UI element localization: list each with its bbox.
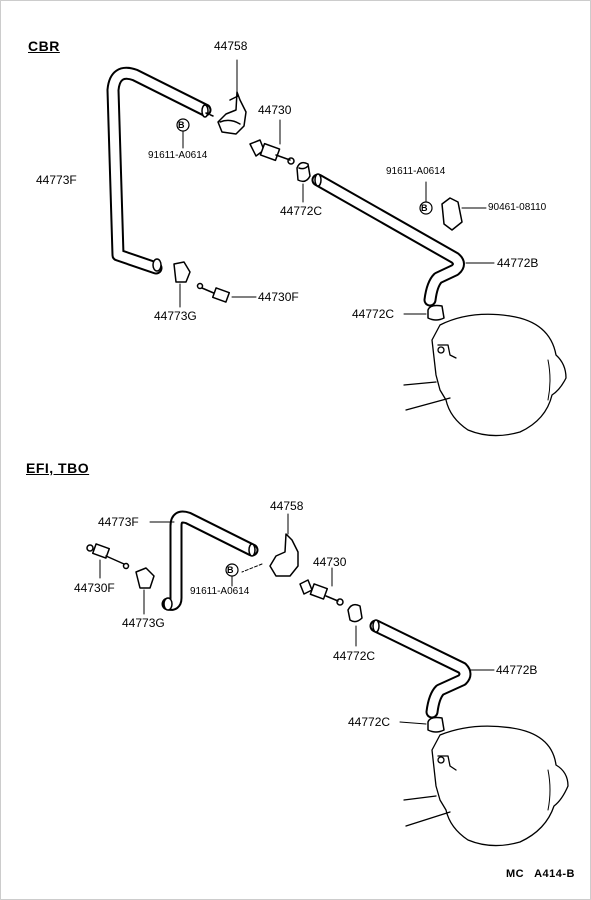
part-label-44758: 44758 [214,39,248,53]
clamp-44772c-cbr-upper [296,161,311,183]
bolt-marker-b-efi: B [227,565,234,575]
diagram-code-id: A414-B [534,868,575,880]
valve-44730f-cbr [196,282,257,303]
clamp-44773g-efi [135,567,155,615]
bolt-91611-efi [225,563,239,587]
bolt-91611-cbr-right [419,181,433,215]
bolt-91611-cbr-left [176,118,190,149]
section-title-efi-tbo: EFI, TBO [26,460,90,476]
clamp-44773g-cbr [173,261,191,308]
part-label-44772b: 44772B [497,256,539,270]
part-label-44773f: 44773F [36,173,77,187]
valve-44730-cbr [249,139,295,165]
part-label-44730-efi: 44730 [313,555,347,569]
bracket-44758-efi [241,513,299,577]
part-label-44773g: 44773G [154,309,197,323]
part-label-91611-a0614-right: 91611-A0614 [386,166,446,177]
part-label-44730f-efi: 44730F [74,581,115,595]
diagram-code-prefix: MC [505,868,525,880]
part-label-44772c-lower: 44772C [352,307,395,321]
valve-44730-efi [299,567,344,606]
bolt-marker-b-right: B [421,203,428,213]
hose-44773f-efi [149,510,259,611]
diagram-code: MC A414-B [506,868,575,880]
clip-90461-cbr [441,197,487,231]
part-label-90461-08110: 90461-08110 [488,202,547,213]
section-title-cbr: CBR [28,38,60,54]
part-label-44772c: 44772C [280,204,323,218]
part-label-44773f-efi: 44773F [98,515,139,529]
part-label-44730f: 44730F [258,290,299,304]
part-label-44772c-efi-lower: 44772C [348,715,391,729]
clamp-44772c-cbr-lower [403,304,445,321]
bracket-44758-cbr [205,91,247,135]
part-label-44772c-efi: 44772C [333,649,376,663]
valve-44730f-efi [86,543,130,579]
part-label-91611-a0614-efi: 91611-A0614 [190,586,250,597]
hose-44772b-cbr [311,173,495,307]
brake-booster-efi [403,725,569,847]
brake-booster-cbr [403,313,567,437]
part-label-44773g-efi: 44773G [122,616,165,630]
part-label-44758-efi: 44758 [270,499,304,513]
part-label-44730: 44730 [258,103,292,117]
bolt-marker-b: B [178,120,185,130]
part-label-91611-a0614: 91611-A0614 [148,150,208,161]
hose-44773f-cbr [106,66,212,275]
hose-44772b-efi [369,619,495,719]
clamp-44772c-efi-upper [347,603,363,647]
part-label-44772b-efi: 44772B [496,663,538,677]
clamp-44772c-efi-lower [399,716,445,733]
